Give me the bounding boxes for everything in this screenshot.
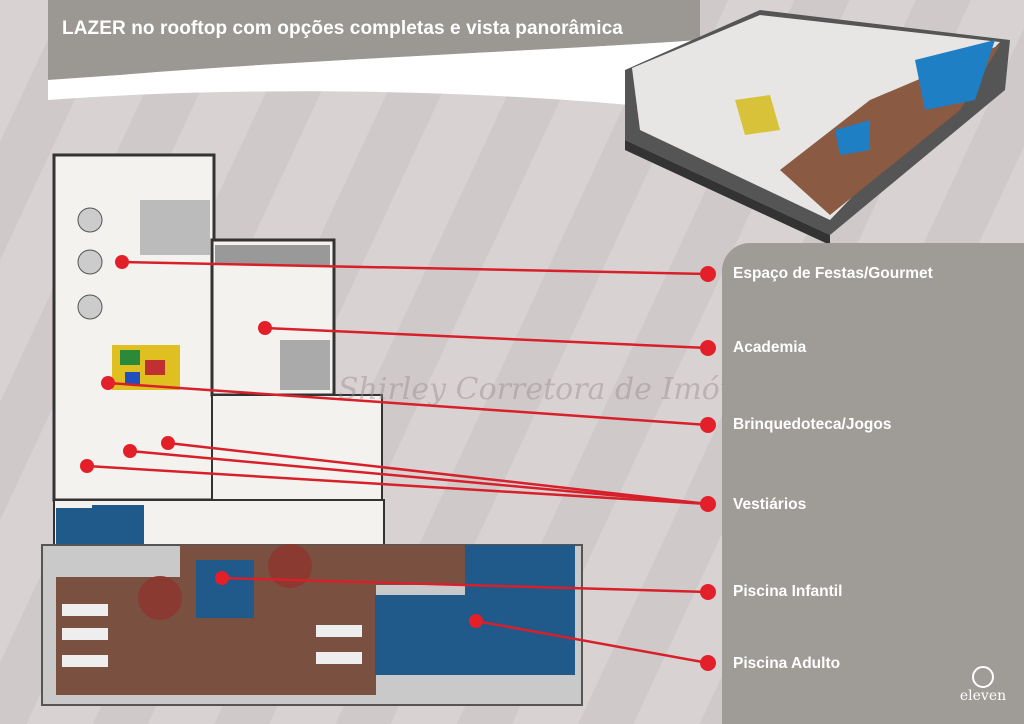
callout-line-vestiario-1: [167, 441, 709, 506]
legend-dot: [700, 584, 716, 600]
legend-dot: [700, 266, 716, 282]
marker-dot: [80, 459, 94, 473]
legend-dot: [700, 655, 716, 671]
callout-line-vestiario-3: [86, 464, 709, 506]
legend-dot: [700, 496, 716, 512]
legend-panel: [722, 243, 1024, 724]
callout-line-brinquedoteca: [107, 381, 709, 427]
watermark: Shirley Corretora de Imóveis: [338, 372, 780, 407]
callout-line-academia: [264, 326, 709, 350]
logo-icon: [972, 666, 994, 688]
marker-dot: [101, 376, 115, 390]
marker-dot: [258, 321, 272, 335]
legend-label-piscina-infantil: Piscina Infantil: [733, 583, 843, 600]
legend-label-piscina-adulto: Piscina Adulto: [733, 655, 841, 672]
callout-line-piscina-infantil: [221, 576, 709, 594]
marker-dot: [215, 571, 229, 585]
legend-label-academia: Academia: [733, 339, 807, 356]
marker-dot: [115, 255, 129, 269]
legend-label-brinquedoteca: Brinquedoteca/Jogos: [733, 416, 892, 433]
marker-dot: [123, 444, 137, 458]
callout-line-gourmet: [121, 260, 709, 276]
callout-line-vestiario-2: [129, 449, 709, 506]
marker-dot: [161, 436, 175, 450]
callout-line-piscina-adulto: [475, 619, 709, 665]
page-title: LAZER no rooftop com opções completas e …: [62, 18, 623, 39]
brand-logo: eleven: [946, 666, 1020, 704]
legend-dot: [700, 417, 716, 433]
legend-dot: [700, 340, 716, 356]
legend-label-gourmet: Espaço de Festas/Gourmet: [733, 265, 933, 282]
marker-dot: [469, 614, 483, 628]
brand-name: eleven: [959, 688, 1007, 704]
legend-label-vestiarios: Vestiários: [733, 496, 807, 513]
